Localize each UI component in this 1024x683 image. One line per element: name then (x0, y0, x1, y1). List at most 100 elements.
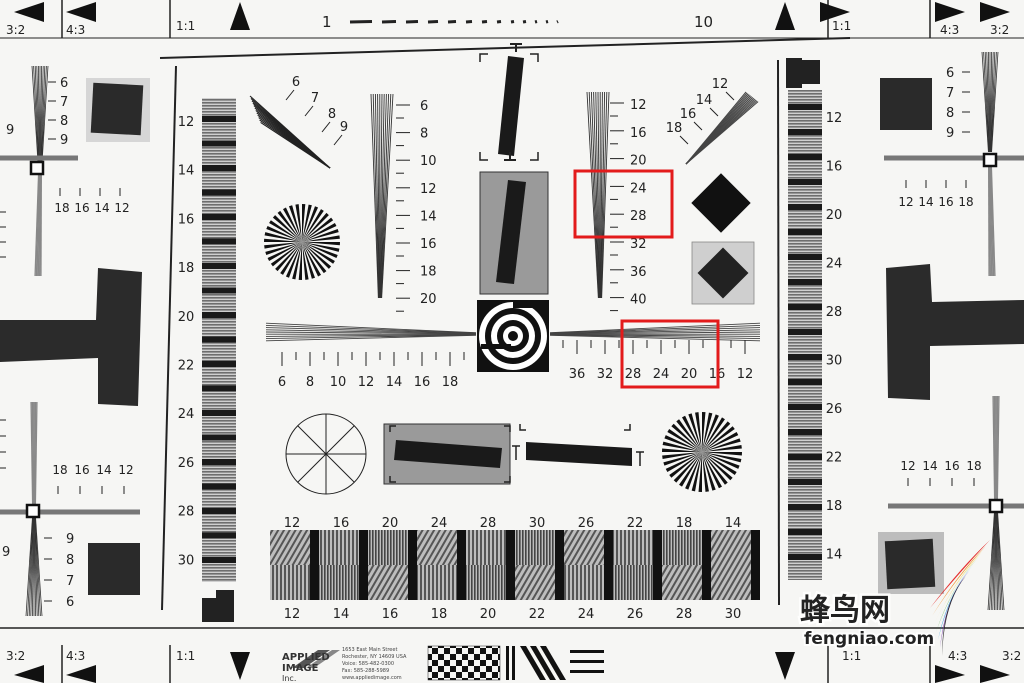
star-wedge (302, 217, 334, 242)
frequency-block (368, 565, 408, 600)
scale-number: 20 (382, 516, 399, 531)
triangle-down-icon (230, 652, 250, 680)
strip-bar (202, 385, 236, 392)
strip-bar (788, 479, 822, 485)
star-wedge (266, 225, 302, 242)
left-resolution-strip (202, 98, 236, 582)
scale-number: 20 (178, 310, 195, 325)
fan-line (595, 91, 601, 299)
star-wedge (275, 242, 302, 272)
star-wedge (669, 452, 702, 478)
star-wedge (673, 452, 702, 483)
fan-line (997, 511, 1005, 611)
scale-dash (465, 20, 473, 24)
side-number: 9 (6, 123, 14, 138)
strip-bar (788, 329, 822, 335)
scale-number: 16 (414, 375, 431, 390)
strip-bar (788, 379, 822, 385)
black-square (880, 78, 932, 130)
scale-number: 10 (330, 375, 347, 390)
fan-line (41, 65, 49, 171)
star-wedge (698, 452, 702, 492)
aspect-label-3-2: 3:2 (6, 649, 25, 663)
block-separator (653, 530, 662, 600)
scale-number: 6 (278, 375, 286, 390)
scale-number: 8 (66, 553, 74, 568)
star-wedge (702, 452, 728, 485)
tick (679, 135, 689, 145)
triangle-right-icon (935, 665, 965, 683)
top-scale-start: 1 (322, 13, 332, 31)
frame-top-line (159, 37, 851, 59)
scale-number: 18 (420, 265, 437, 280)
scale-number: 12 (898, 195, 913, 209)
star-wedge (280, 242, 302, 275)
strip-bar (788, 304, 822, 310)
fan-line (990, 51, 994, 153)
fan-line (549, 327, 761, 334)
strip-bar (202, 508, 236, 514)
star-wedge (285, 242, 302, 278)
fan-line (38, 65, 41, 171)
side-number: 9 (2, 545, 10, 560)
strip-bar (202, 140, 236, 147)
scale-number: 12 (900, 459, 915, 473)
fan-line (40, 65, 47, 171)
scale-number: 24 (431, 516, 448, 531)
fan-line (990, 511, 996, 611)
fan-line (588, 91, 600, 299)
fan-line (600, 91, 608, 299)
fan-line (996, 511, 1000, 611)
aspect-label-3-2: 3:2 (6, 23, 25, 37)
fan-line (28, 517, 34, 617)
strip-bar (788, 429, 822, 435)
scale-number: 20 (681, 367, 698, 382)
scale-number: 14 (918, 195, 933, 209)
scale-number: 24 (178, 407, 195, 422)
scale-number: 16 (382, 607, 399, 622)
frequency-block (515, 565, 555, 600)
fan-line (379, 93, 383, 299)
frequency-block (270, 530, 310, 565)
scale-dash (427, 20, 439, 24)
scale-dash (381, 20, 397, 24)
fan-line (35, 401, 38, 507)
fan-line (549, 331, 761, 335)
scale-number: 22 (529, 607, 546, 622)
strip-bar (202, 532, 236, 539)
scale-number: 12 (630, 98, 647, 113)
frequency-block (564, 565, 604, 600)
frequency-block (515, 530, 555, 565)
scale-number: 14 (333, 607, 350, 622)
fan-line (265, 334, 477, 342)
fan-line (31, 65, 39, 171)
slanted-edge-t-shape (886, 264, 1024, 400)
star-wedge (662, 452, 702, 459)
frequency-block (270, 565, 310, 600)
slanted-black-bar (498, 56, 524, 156)
fan-line (379, 93, 385, 299)
fan-line (34, 517, 38, 617)
scale-number: 12 (284, 516, 301, 531)
star-wedge (302, 223, 337, 242)
tick (333, 134, 343, 146)
scale-number: 16 (178, 212, 195, 227)
fan-line (989, 511, 996, 611)
frequency-block (662, 565, 702, 600)
scale-number: 9 (946, 126, 954, 141)
scale-number: 6 (946, 66, 954, 81)
strip-bar (788, 354, 822, 360)
frequency-block (613, 565, 653, 600)
fan-line (597, 91, 601, 299)
strip-bar (202, 483, 236, 490)
fan-line (997, 395, 1000, 501)
fan-line (549, 334, 761, 342)
scale-number: 8 (420, 127, 428, 142)
scale-number: 7 (311, 91, 319, 106)
scale-number: 12 (118, 463, 133, 477)
scale-number: 8 (306, 375, 314, 390)
star-wedge (302, 242, 338, 259)
scale-dash (522, 20, 527, 24)
fan-line (265, 329, 477, 335)
